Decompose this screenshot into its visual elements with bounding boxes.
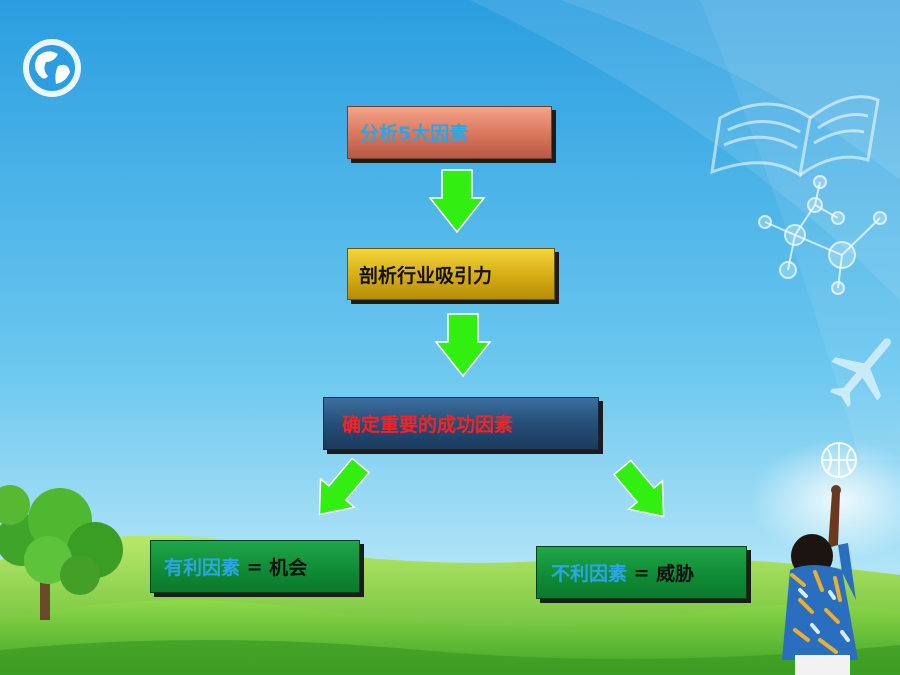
unfavorable-result-label: 威胁 [656, 563, 695, 585]
down-right-arrow-icon [612, 459, 665, 518]
step2-label: 剖析行业吸引力 [359, 264, 493, 287]
step3-label: 确定重要的成功因素 [342, 414, 514, 436]
favorable-result-label: 机会 [269, 557, 308, 579]
down-arrow-icon [428, 169, 486, 234]
person-figure [782, 485, 858, 675]
unfavorable-factors-box: 不利因素 = 威胁 [536, 546, 747, 599]
step-industry-attractiveness: 剖析行业吸引力 [347, 248, 555, 300]
open-book-icon [710, 95, 880, 178]
tree-icon [0, 485, 123, 620]
basketball-icon [821, 442, 857, 478]
down-left-arrow-icon [318, 457, 371, 516]
airplane-icon [829, 338, 891, 408]
step-key-success-factors: 确定重要的成功因素 [323, 397, 599, 450]
down-arrow-icon [434, 313, 492, 378]
step-analyze-five-factors: 分析5大因素 [347, 106, 552, 159]
favorable-factors-box: 有利因素 = 机会 [150, 540, 360, 593]
favorable-factor-label: 有利因素 [164, 557, 241, 579]
favorable-equals: = [240, 555, 270, 578]
unfavorable-factor-label: 不利因素 [551, 563, 628, 585]
globe-icon [23, 39, 81, 97]
step1-label: 分析5大因素 [360, 123, 469, 145]
unfavorable-equals: = [627, 561, 657, 584]
molecule-icon [758, 175, 887, 295]
